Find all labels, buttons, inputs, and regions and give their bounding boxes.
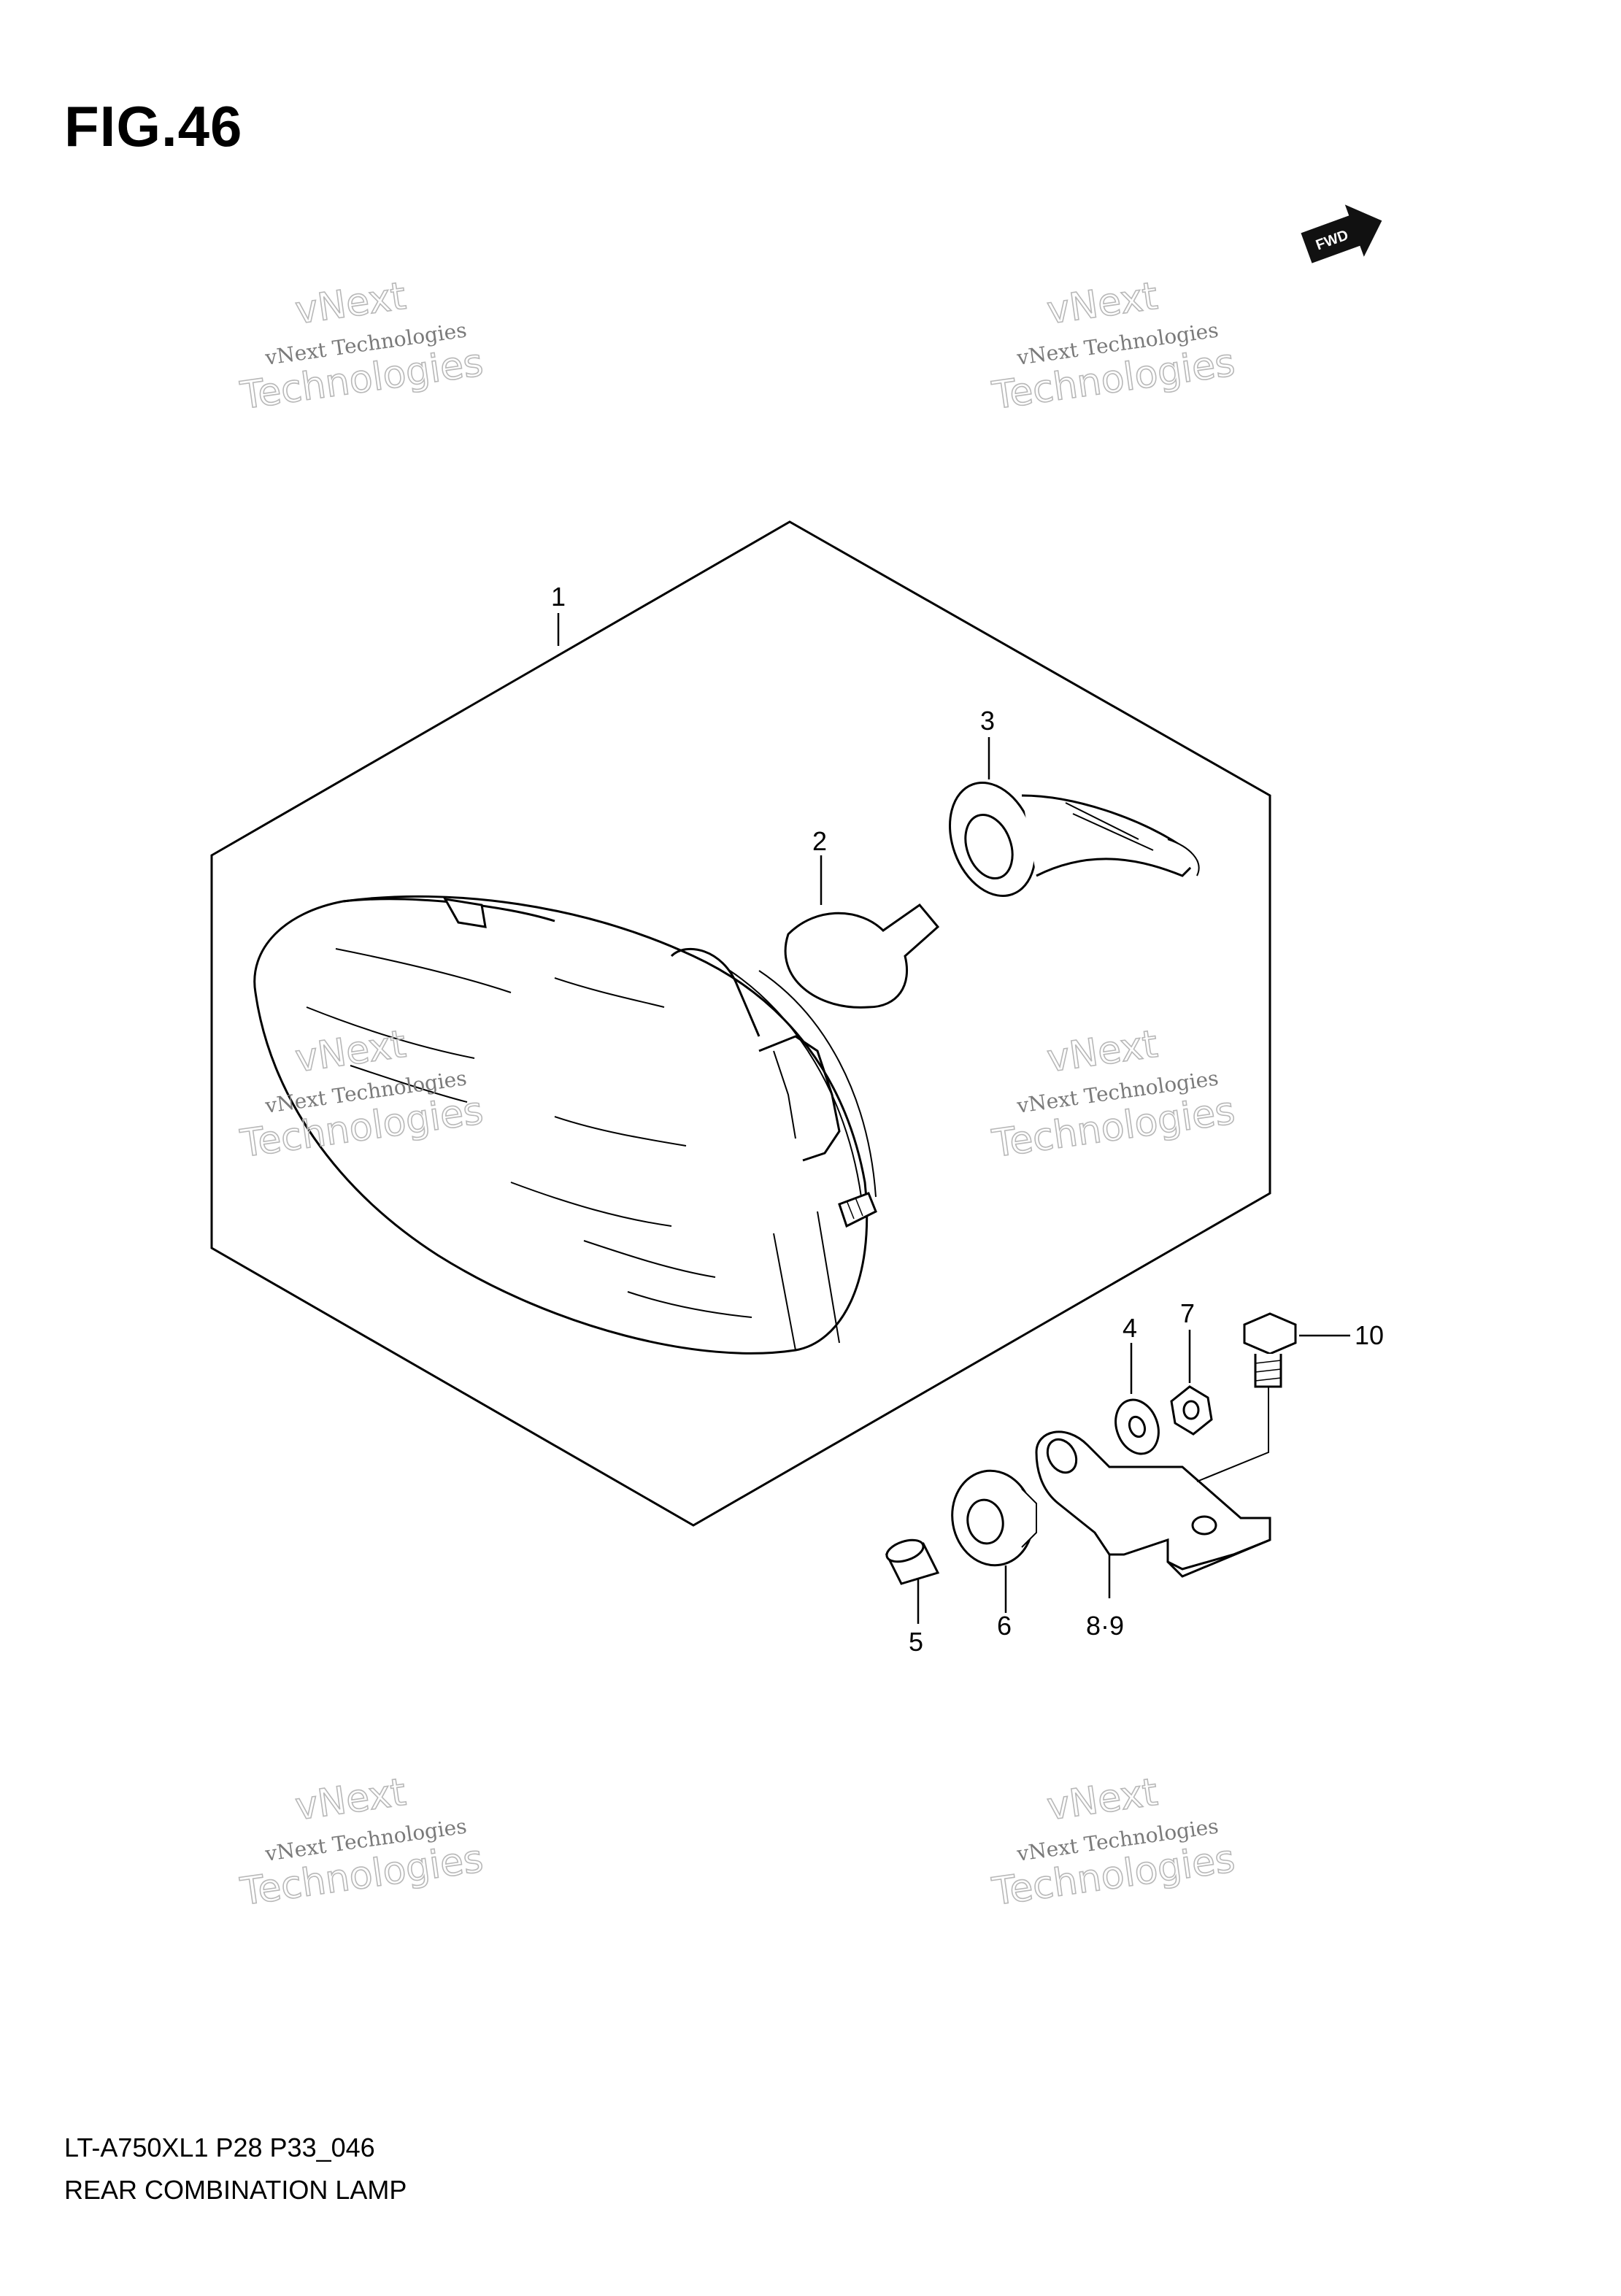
nut <box>1170 1385 1213 1436</box>
callout-4: 4 <box>1123 1313 1137 1343</box>
watermark-bottom-left: vNext vNext Technologies Technologies <box>237 1770 487 1915</box>
watermark-vnext: vNext <box>293 1771 409 1830</box>
bulb-socket <box>949 782 1200 897</box>
watermark-vnext: vNext <box>1044 1771 1160 1830</box>
spacer <box>885 1538 940 1585</box>
figure-title: FIG.46 <box>64 94 243 158</box>
callout-2: 2 <box>812 826 827 856</box>
watermark-mid-right: vNext vNext Technologies Technologies <box>989 1022 1239 1167</box>
fwd-arrow-icon: FWD <box>1301 204 1382 263</box>
callout-8-9: 8·9 <box>1086 1611 1124 1641</box>
callout-1: 1 <box>551 582 566 612</box>
watermark-vnext: vNext <box>1044 274 1160 334</box>
model-code: LT-A750XL1 P28 P33_046 <box>64 2133 375 2162</box>
callout-3: 3 <box>980 706 995 736</box>
assembly-name: REAR COMBINATION LAMP <box>64 2175 407 2205</box>
callout-7: 7 <box>1180 1298 1195 1328</box>
watermark-top-left: vNext vNext Technologies Technologies <box>237 274 487 419</box>
lamp-housing <box>253 895 877 1355</box>
callout-5: 5 <box>909 1627 923 1657</box>
watermark-vnext: vNext <box>293 274 409 334</box>
washer <box>1114 1398 1160 1455</box>
watermark-bottom-right: vNext vNext Technologies Technologies <box>989 1770 1239 1915</box>
callout-10: 10 <box>1355 1320 1384 1350</box>
watermark-top-right: vNext vNext Technologies Technologies <box>989 274 1239 419</box>
grommet <box>951 1469 1037 1567</box>
bulb <box>784 903 940 1009</box>
bolt <box>1243 1312 1297 1412</box>
assembly-boundary <box>210 520 1271 1527</box>
callout-6: 6 <box>997 1611 1012 1641</box>
watermark-vnext: vNext <box>1044 1022 1160 1082</box>
mounting-bracket <box>1035 1412 1271 1578</box>
